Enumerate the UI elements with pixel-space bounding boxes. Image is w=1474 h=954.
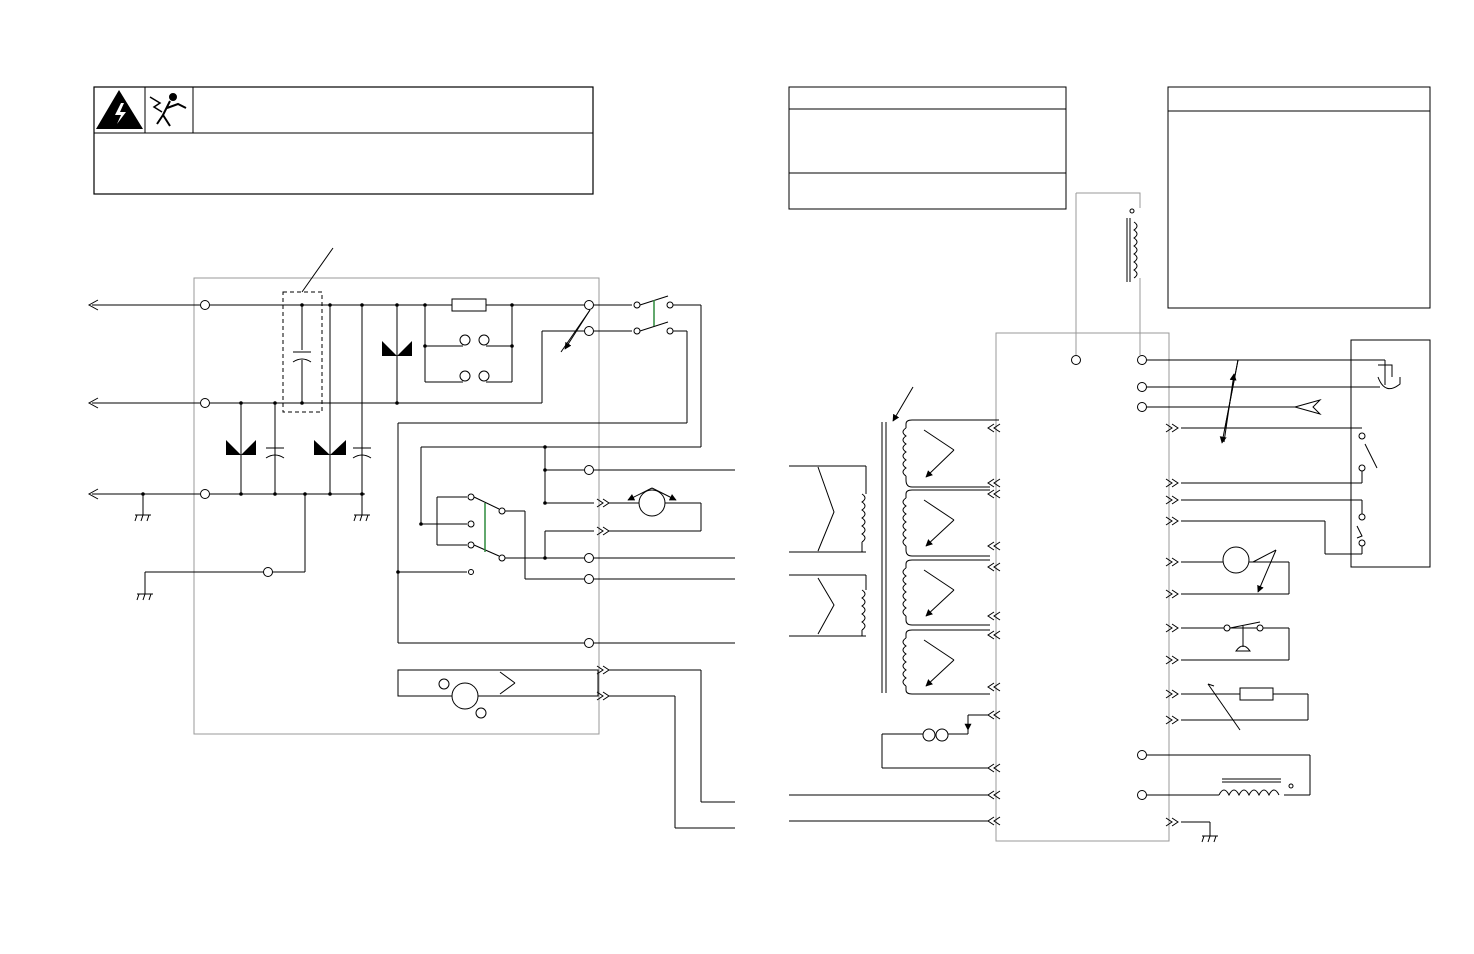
junction-dots-left — [141, 303, 547, 574]
electric-shock-warning-icon — [96, 90, 143, 129]
notes-box-right — [1167, 86, 1431, 309]
resistor — [451, 298, 487, 312]
left-schematic — [87, 247, 735, 829]
input-lead-arrows — [87, 299, 200, 500]
electrocution-hazard-icon — [149, 93, 187, 127]
motor-symbol — [638, 489, 666, 517]
right-schematic — [789, 192, 1431, 843]
warning-box — [93, 86, 594, 195]
tvs-diodes — [226, 341, 412, 455]
notes-box-left — [788, 86, 1067, 210]
